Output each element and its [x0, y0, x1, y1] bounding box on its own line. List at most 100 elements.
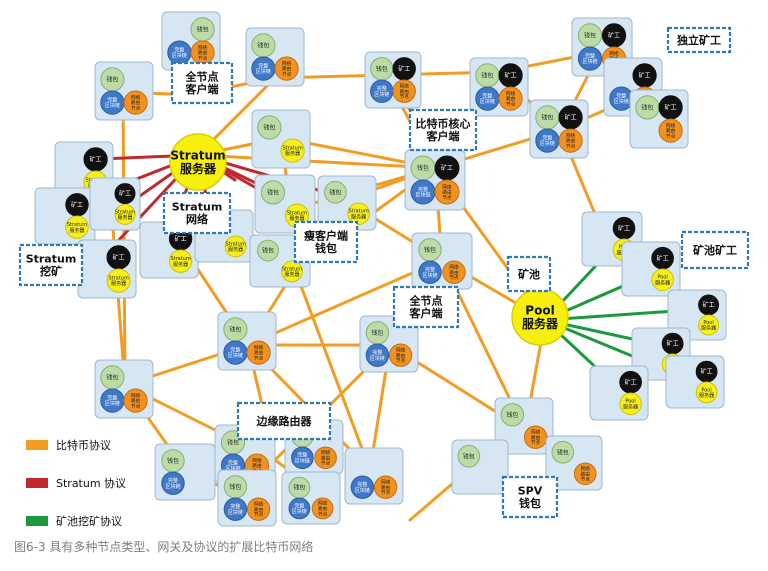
figure-caption: 图6-3 具有多种节点类型、网关及协议的扩展比特币网络: [14, 540, 314, 554]
node-box: [217, 469, 277, 527]
network-routing-icon: 网络路由节点: [274, 56, 299, 81]
legend-item: Stratum 协议: [26, 476, 126, 490]
full-blockchain-icon: 完整区块链: [577, 46, 603, 71]
node-part-label: 网络路由节点: [318, 500, 328, 518]
label-bitcoin-core-client: 比特币核心客户端: [408, 108, 478, 152]
node-part-label: 完整区块链: [370, 349, 385, 362]
miner-icon: 矿工: [612, 216, 636, 240]
wallet-icon: 钱包: [457, 444, 481, 468]
node-part-label: 矿工: [657, 254, 669, 262]
node-box: [621, 241, 681, 297]
miner-icon: 矿工: [106, 245, 131, 270]
miner-icon: 矿工: [83, 147, 108, 172]
node-part-label: 网络路由节点: [282, 60, 292, 78]
network-routing-icon: 网络路由节点: [246, 340, 271, 365]
miner-icon: 矿工: [619, 370, 642, 394]
network-node: 钱包矿工完整区块链网络路由节点: [404, 149, 466, 211]
node-part-label: 钱包: [541, 114, 553, 122]
node-box: [589, 365, 649, 421]
network-node: 钱包矿工网络路由节点: [629, 89, 689, 149]
wallet-icon: 钱包: [365, 321, 390, 345]
label-edge-router: 边缘路由器: [236, 401, 332, 441]
network-nodes: 钱包完整区块链网络路由节点钱包完整区块链网络路由节点钱包完整区块链网络路由节点钱…: [34, 11, 727, 527]
full-blockchain-icon: 完整区块链: [288, 497, 311, 520]
node-box: [154, 443, 216, 501]
full-blockchain-icon: 完整区块链: [365, 343, 390, 367]
node-part-label: 网络路由节点: [449, 264, 459, 282]
network-node: 钱包矿工完整区块链网络路由节点: [529, 99, 589, 159]
node-part-label: 钱包: [463, 452, 475, 460]
miner-icon: 矿工: [695, 360, 718, 383]
node-part-label: 钱包: [267, 189, 279, 197]
node-part-label: 网络路由节点: [666, 122, 676, 140]
node-part-label: 钱包: [506, 411, 518, 419]
node-box: [281, 471, 341, 525]
node-part-label: 钱包: [229, 483, 241, 491]
full-blockchain-icon: 完整区块链: [161, 471, 185, 495]
node-part-label: 完整区块链: [480, 93, 495, 106]
full-blockchain-icon: 完整区块链: [223, 497, 248, 521]
node-box: [411, 232, 473, 290]
legend-swatch: [26, 478, 48, 488]
wallet-icon: 钱包: [535, 105, 560, 130]
network-routing-icon: 网络路由节点: [498, 86, 523, 111]
node-part-label: 矿工: [71, 201, 83, 209]
wallet-icon: 钱包: [251, 33, 276, 58]
label-text: 瘦客户端钱包: [304, 229, 348, 256]
network-routing-icon: 网络路由节点: [658, 118, 683, 143]
node-box: [529, 99, 589, 159]
node-box: [89, 177, 141, 231]
label-text: 全节点客户端: [185, 70, 219, 97]
label-thin-client-wallet: 瘦客户端钱包: [293, 220, 359, 264]
node-part-label: 矿工: [667, 340, 679, 348]
node-part-label: 钱包: [417, 164, 429, 172]
node-part-label: 钱包: [227, 439, 239, 447]
node-part-label: 完整区块链: [172, 47, 187, 60]
node-part-label: 钱包: [197, 26, 209, 34]
node-part-label: 矿工: [398, 65, 410, 73]
node-part-label: 矿工: [701, 368, 713, 376]
full-blockchain-icon: 完整区块链: [475, 86, 500, 111]
node-part-label: 网络路由节点: [400, 83, 410, 101]
node-box: [77, 239, 137, 299]
node-part-label: 矿工: [665, 104, 677, 112]
miner-icon: 矿工: [698, 294, 720, 316]
wallet-icon: 钱包: [100, 365, 125, 390]
miner-icon: 矿工: [632, 63, 657, 88]
node-part-label: 矿工: [703, 301, 715, 309]
miner-icon: 矿工: [392, 57, 416, 81]
label-mining-pool: 矿池: [506, 255, 552, 293]
node-box: [364, 51, 422, 109]
node-part-label: 钱包: [106, 76, 118, 84]
miner-icon: 矿工: [658, 95, 683, 120]
label-full-node-client-mid: 全节点客户端: [392, 285, 460, 329]
node-part-label: 完整区块链: [582, 53, 597, 66]
miner-icon: 矿工: [558, 105, 583, 130]
node-part-label: 钱包: [376, 65, 388, 73]
full-blockchain-icon: 完整区块链: [291, 446, 314, 470]
wallet-icon: 钱包: [370, 57, 394, 81]
miner-icon: 矿工: [601, 23, 627, 48]
node-box: [404, 149, 466, 211]
wallet-icon: 钱包: [324, 180, 347, 204]
node-box: [451, 439, 509, 495]
